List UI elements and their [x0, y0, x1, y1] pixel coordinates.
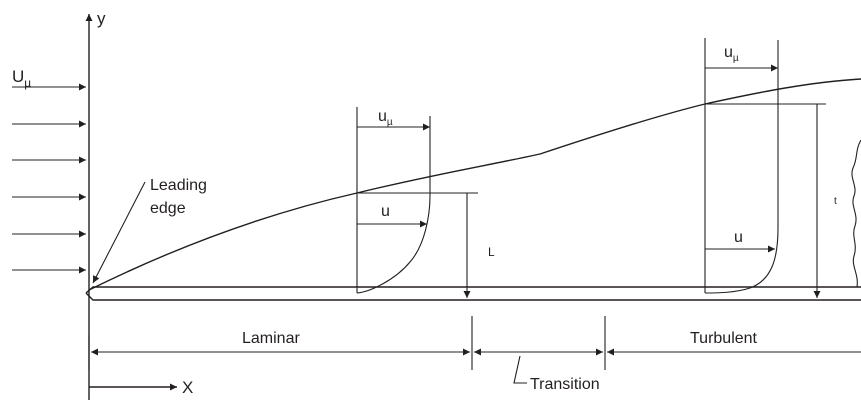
turbulent-profile: uµ u t [704, 38, 837, 298]
turbulent-thickness-label: t [834, 196, 837, 207]
leading-edge-label: Leading [150, 177, 207, 194]
laminar-profile: uµ u L [356, 107, 495, 298]
flat-plate [85, 286, 861, 301]
laminar-edge-velocity-label: uµ [378, 108, 393, 128]
turbulent-wavy-edge [851, 139, 861, 288]
leading-edge-pointer [92, 181, 146, 284]
turbulent-velocity-label: u [734, 229, 743, 246]
transition-leader [513, 355, 527, 384]
boundary-layer-edge [88, 78, 861, 291]
laminar-region-label: Laminar [242, 330, 300, 347]
freestream-arrows [12, 83, 86, 274]
laminar-velocity-curve [356, 195, 431, 294]
turbulent-edge-velocity-label: uµ [724, 44, 739, 64]
y-axis-label: y [97, 9, 106, 28]
freestream-velocity-label: Uµ [12, 67, 31, 90]
transition-region-label: Transition [530, 376, 600, 393]
laminar-thickness-label: L [488, 245, 495, 259]
leading-edge-label: edge [150, 200, 186, 217]
turbulent-velocity-curve [704, 96, 779, 294]
x-axis-label: X [182, 378, 193, 397]
laminar-velocity-label: u [381, 203, 390, 220]
turbulent-region-label: Turbulent [690, 330, 758, 347]
